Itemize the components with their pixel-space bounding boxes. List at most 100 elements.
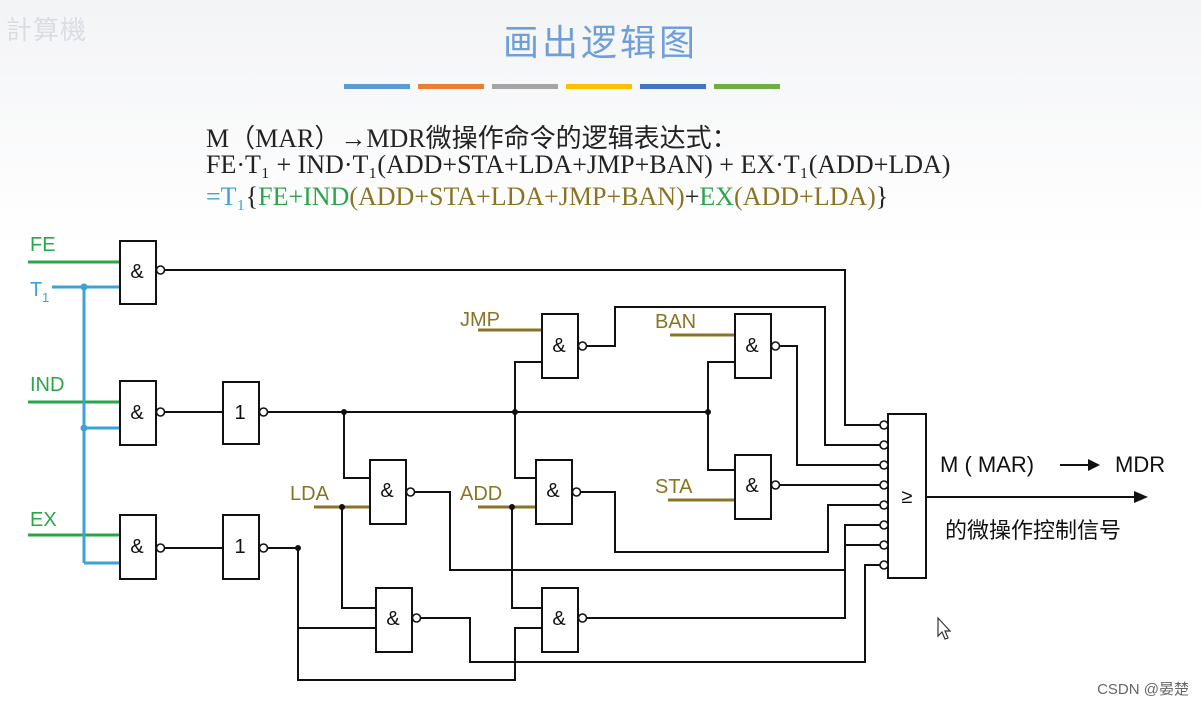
gate-symbol: &: [130, 536, 144, 558]
bubble: [411, 613, 422, 623]
bubble: [879, 500, 889, 510]
wire-exadd-out: [585, 544, 885, 619]
wire-ind-lda: [343, 412, 370, 479]
wire-lda-ex: [341, 507, 376, 609]
title-stripe: [714, 84, 780, 89]
and-gate-ex-add: [541, 587, 579, 653]
expression-line-1: M（MAR）→MDR微操作命令的逻辑表达式：: [206, 124, 738, 153]
gate-symbol: &: [386, 608, 400, 630]
expr-close: }: [875, 182, 889, 211]
and-gate-ex-lda: [375, 587, 413, 653]
wire-ex-lda: [297, 548, 376, 629]
and-gate-sta: [734, 454, 772, 520]
wire-lda-out: [412, 491, 885, 571]
label-ind: IND: [30, 374, 64, 396]
junction-dot-t1: [80, 283, 88, 291]
title-stripe: [418, 84, 484, 89]
wire-exlda-out: [420, 564, 885, 663]
wire-jmp-out: [587, 306, 885, 446]
expr-group1: (ADD+STA+LDA+JMP+BAN): [349, 182, 685, 211]
corner-logo: 計算機: [6, 16, 88, 46]
output-arrowhead: [1134, 491, 1148, 503]
and-gate-fe: [119, 240, 157, 305]
not-gate-ex: [222, 514, 260, 580]
bubble: [770, 480, 781, 490]
junction-dot: [295, 545, 301, 551]
bubble: [258, 543, 269, 553]
wire-ind-jmp: [514, 361, 542, 412]
expression-line-3: =T₁{FE+IND(ADD+STA+LDA+JMP+BAN)+EX(ADD+L…: [206, 182, 888, 212]
and-gate-ex: [119, 514, 157, 580]
mar-mdr-arrowhead: [1088, 459, 1100, 471]
and-gate-ban: [734, 313, 772, 379]
expr-open: {: [245, 182, 259, 211]
bubble: [577, 341, 588, 351]
output-label: M ( MAR): [940, 452, 1034, 477]
mouse-cursor-icon: [937, 616, 952, 640]
junction-dot-t1: [80, 424, 88, 432]
junction-dot: [509, 504, 515, 510]
label-ex: EX: [30, 509, 57, 531]
expr-fe: FE: [258, 182, 289, 211]
and-gate-jmp: [541, 313, 579, 379]
title-stripe: [566, 84, 632, 89]
bubble: [879, 540, 889, 550]
wire-ind-add: [514, 412, 536, 479]
bubble: [879, 560, 889, 570]
label-fe: FE: [30, 234, 56, 256]
expression-line-2: FE·T₁ + IND·T₁(ADD+STA+LDA+JMP+BAN) + EX…: [206, 150, 951, 179]
bubble: [571, 487, 582, 497]
label-t1: T: [30, 279, 42, 301]
label-sta: STA: [655, 476, 693, 498]
bubble: [879, 520, 889, 530]
title-stripe: [640, 84, 706, 89]
or-gate: [887, 413, 927, 579]
bubble: [258, 407, 269, 417]
gate-symbol: &: [546, 480, 560, 502]
label-t1-sub: 1: [42, 290, 49, 305]
label-ban: BAN: [655, 311, 696, 333]
bubble: [155, 265, 166, 275]
gate-symbol: &: [552, 335, 566, 357]
bubble: [770, 341, 781, 351]
expr-plus2: +: [684, 182, 700, 211]
junction-dot: [512, 409, 518, 415]
wire-add-ex: [511, 507, 542, 609]
or-gate-symbol: ≥: [902, 486, 913, 508]
label-add: ADD: [460, 483, 502, 505]
junction-dot: [339, 504, 345, 510]
output-target: MDR: [1115, 452, 1165, 477]
expr-group2: (ADD+LDA): [734, 182, 876, 211]
gate-symbol: &: [745, 475, 759, 497]
bubble: [577, 613, 588, 623]
junction-dot: [705, 409, 711, 415]
bubble: [879, 420, 889, 430]
gate-symbol: &: [130, 402, 144, 424]
wire-ban-out: [776, 345, 885, 466]
label-jmp: JMP: [460, 309, 500, 331]
wire-add-out: [577, 491, 885, 553]
gate-symbol: &: [745, 335, 759, 357]
expr-ind: IND: [303, 182, 350, 211]
bubble: [155, 407, 166, 417]
expr-eq: =: [206, 182, 221, 211]
title-stripe: [492, 84, 558, 89]
gate-symbol: &: [380, 480, 394, 502]
wire-ex-add: [297, 548, 542, 681]
junction-dot: [341, 409, 347, 415]
bubble: [879, 480, 889, 490]
wire-g1-out: [165, 269, 885, 426]
not-gate-ind: [222, 381, 260, 445]
gate-symbol: &: [130, 261, 144, 283]
bubble: [155, 543, 166, 553]
bubble: [879, 440, 889, 450]
and-gate-ind: [119, 380, 157, 446]
title-stripe: [344, 84, 410, 89]
page-title: 画出逻辑图: [502, 23, 698, 64]
bubble: [405, 487, 416, 497]
expr-t1: T₁: [220, 182, 246, 211]
gate-symbol: 1: [234, 402, 245, 424]
label-lda: LDA: [290, 483, 330, 505]
watermark: CSDN @晏楚: [1097, 681, 1189, 698]
